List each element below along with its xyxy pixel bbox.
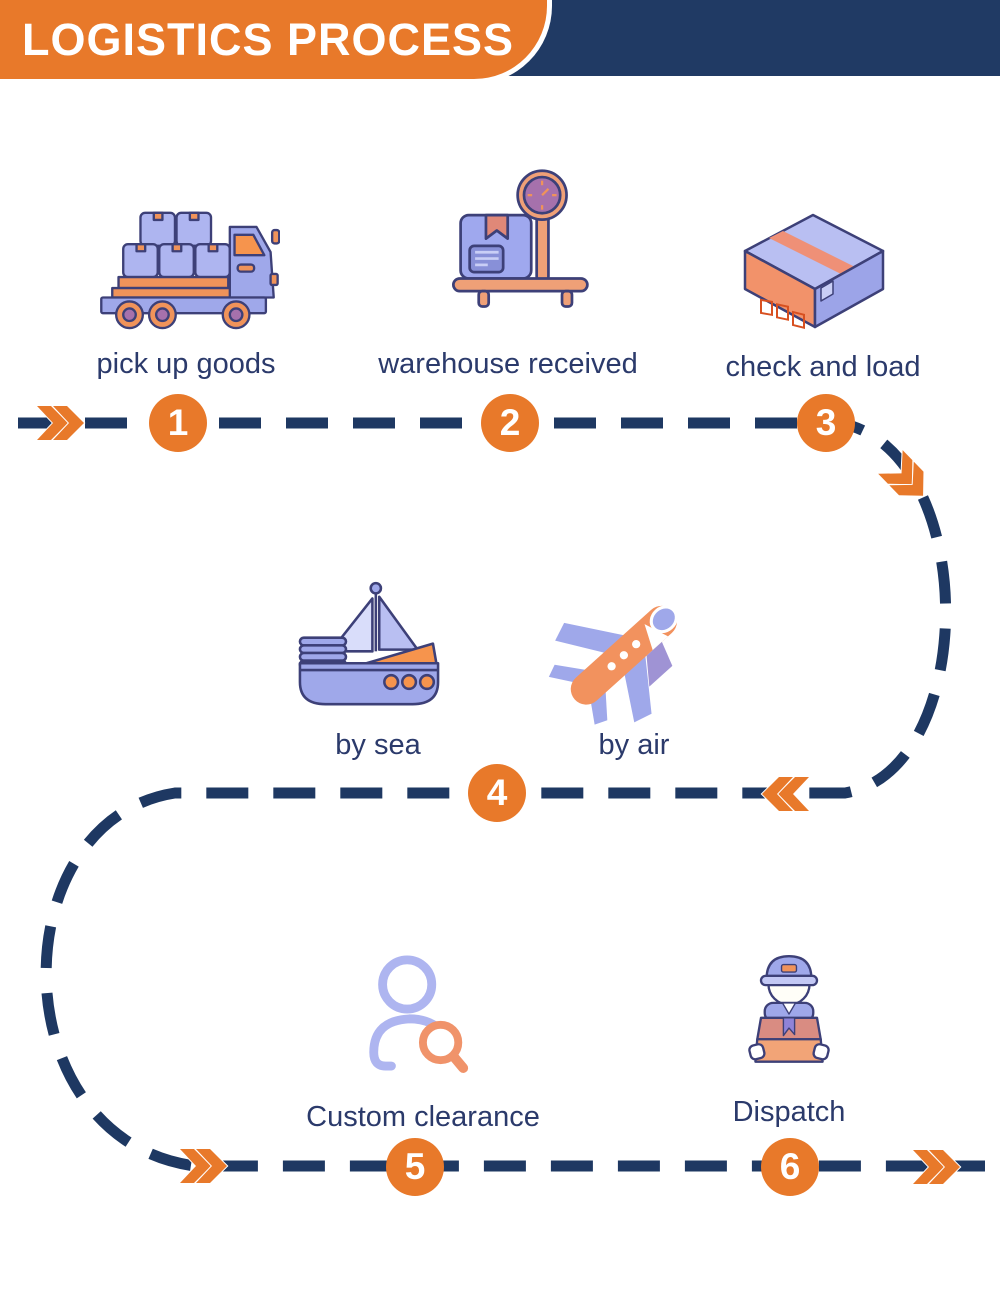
truck-icon [95,205,281,339]
step-label-by-air: by air [598,729,670,761]
step-label-by-sea: by sea [335,729,421,761]
step-label-custom-clearance: Custom clearance [306,1101,540,1133]
customs-search-icon [358,952,476,1080]
step-marker-3: 3 [797,394,855,452]
step-label-dispatch: Dispatch [732,1096,846,1128]
page-title: LOGISTICS PROCESS [22,14,515,65]
scale-icon [428,168,591,318]
step-label-warehouse-received: warehouse received [378,348,638,380]
header-orange-banner [0,0,552,84]
ship-icon [288,578,450,715]
step-marker-6: 6 [761,1138,819,1196]
backward-arrow-icon [761,776,810,812]
plane-icon [548,578,703,733]
step-marker-4: 4 [468,764,526,822]
courier-icon [733,945,845,1076]
step-marker-1: 1 [149,394,207,452]
step-label-pick-up-goods: pick up goods [96,348,276,380]
step-marker-5: 5 [386,1138,444,1196]
step-label-check-and-load: check and load [725,351,921,383]
dashed-route-line [18,417,985,1172]
package-icon [733,205,893,336]
step-marker-2: 2 [481,394,539,452]
